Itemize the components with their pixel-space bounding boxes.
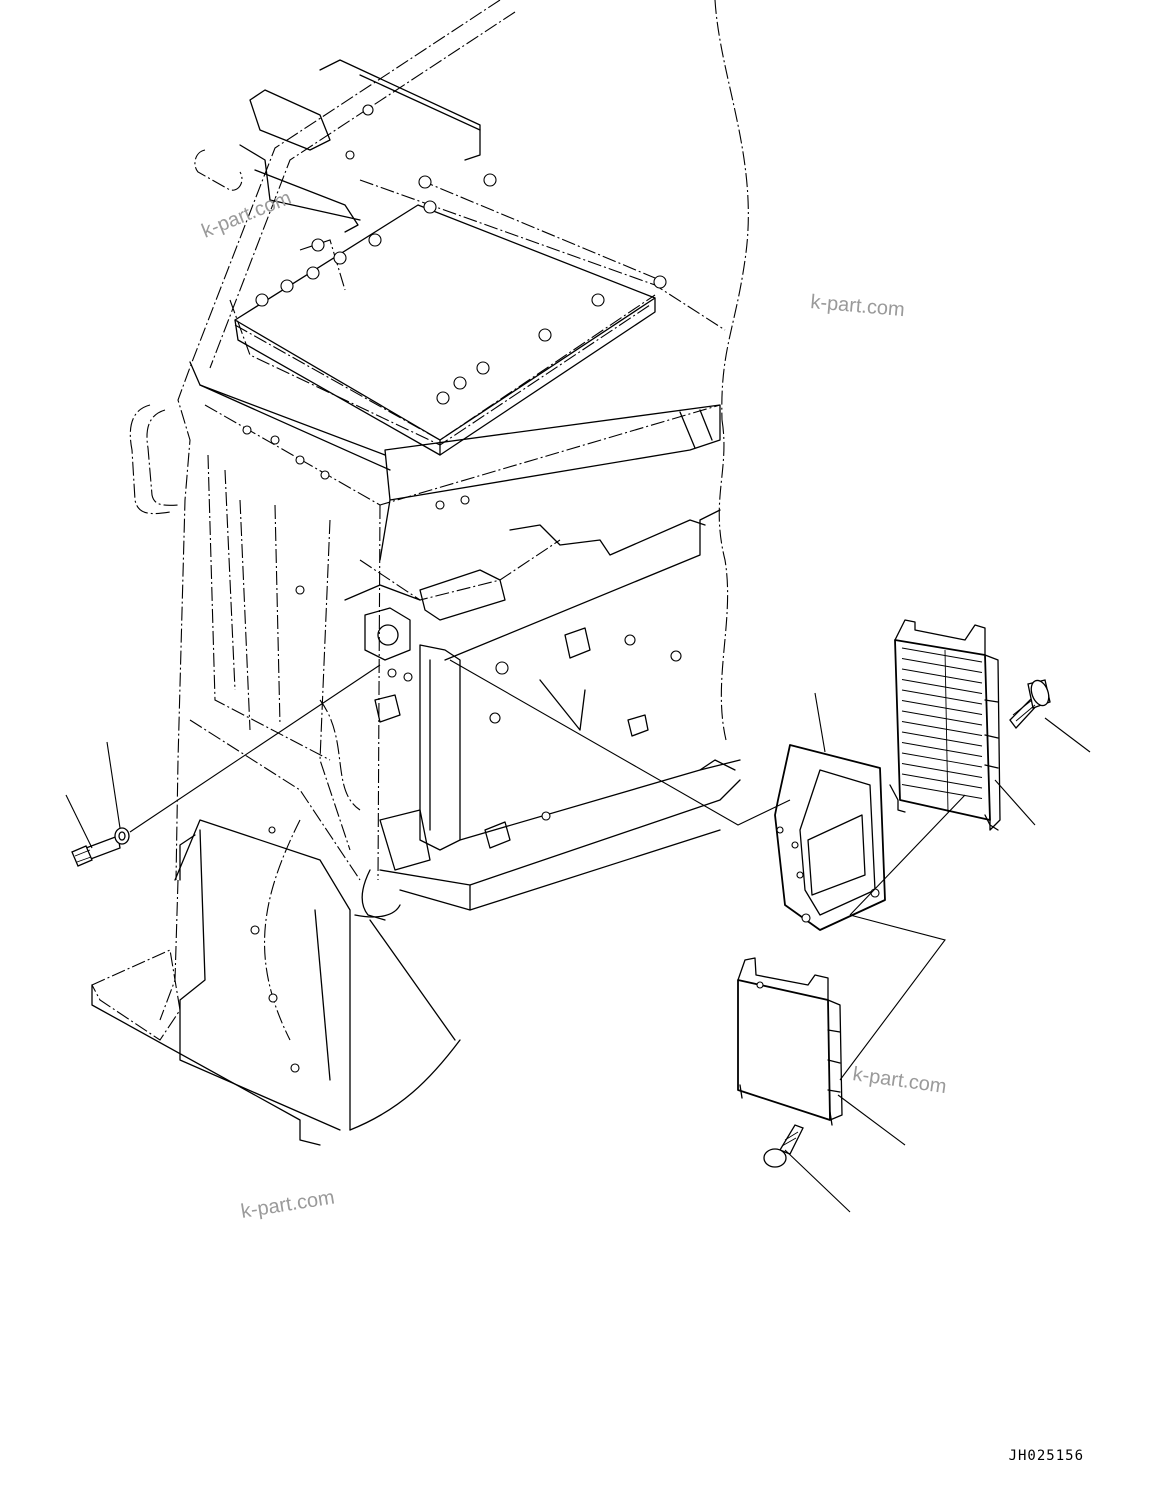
controller-unit-lower xyxy=(737,957,843,1126)
leader-lines xyxy=(65,659,1091,1213)
cooling-fin xyxy=(901,668,983,684)
left-washer xyxy=(114,827,130,845)
bolt-upper-right xyxy=(1009,679,1051,730)
watermark: k-part.com xyxy=(810,291,906,321)
cooling-fins xyxy=(901,647,983,813)
cooling-fin xyxy=(901,752,983,768)
watermark: k-part.com xyxy=(199,187,295,243)
cooling-fin xyxy=(901,700,983,715)
watermark: k-part.com xyxy=(239,1186,336,1223)
fin-separator xyxy=(944,649,949,813)
watermarks: k-part.com k-part.com k-part.com k-part.… xyxy=(199,187,948,1223)
cooling-fin xyxy=(901,763,983,778)
cab-frame xyxy=(91,0,749,1041)
cooling-fin xyxy=(901,710,983,726)
cooling-fin xyxy=(901,742,983,757)
cooling-fin xyxy=(901,731,983,747)
drawing-code: JH025156 xyxy=(1008,1448,1084,1464)
cooling-fin xyxy=(901,721,983,736)
controller-unit-upper xyxy=(889,619,1001,831)
cab-structure xyxy=(91,59,741,1146)
mounting-bracket xyxy=(774,744,886,931)
left-bolt xyxy=(71,835,121,867)
watermark: k-part.com xyxy=(851,1063,948,1098)
cooling-fin xyxy=(901,658,983,673)
cooling-fin xyxy=(901,689,983,705)
frame-holes xyxy=(242,104,682,1073)
cooling-fin xyxy=(901,784,983,799)
bolt-lower xyxy=(763,1124,804,1168)
cooling-fin xyxy=(901,647,983,663)
cooling-fin xyxy=(901,773,983,789)
cooling-fin xyxy=(901,679,983,694)
